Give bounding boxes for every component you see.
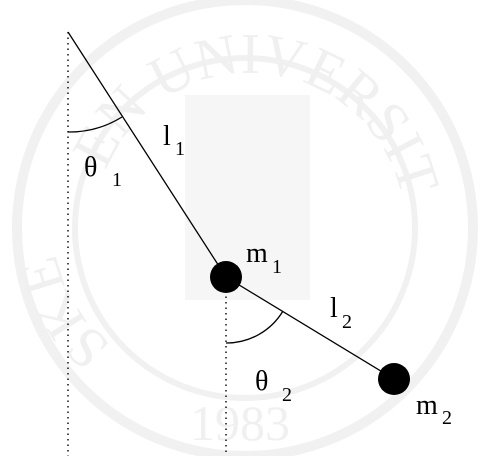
m1-subscript: 1 <box>272 256 282 278</box>
seal-year: 1983 <box>190 395 290 451</box>
theta2-label: θ <box>255 366 268 397</box>
theta2-arc <box>225 310 284 344</box>
m2-subscript: 2 <box>442 407 452 429</box>
seal-emblem <box>185 95 310 300</box>
seal-outer-ring <box>12 0 478 456</box>
seal-arc-text-left: SKE <box>5 250 120 383</box>
l1-label: l <box>163 121 171 152</box>
theta1-label: θ <box>84 152 97 183</box>
mass-2 <box>378 363 410 395</box>
rod-2 <box>225 276 395 380</box>
theta2-subscript: 2 <box>282 384 292 406</box>
mass-1 <box>210 261 242 293</box>
m1-label: m <box>246 238 268 269</box>
theta1-subscript: 1 <box>112 169 122 191</box>
l2-subscript: 2 <box>342 311 352 333</box>
l2-label: l <box>330 293 338 324</box>
m2-label: m <box>416 390 438 421</box>
l1-subscript: 1 <box>175 138 185 160</box>
theta1-arc <box>67 116 123 133</box>
rod-1 <box>67 31 227 278</box>
seal-inner-ring <box>72 55 418 401</box>
university-seal-watermark <box>12 0 478 456</box>
